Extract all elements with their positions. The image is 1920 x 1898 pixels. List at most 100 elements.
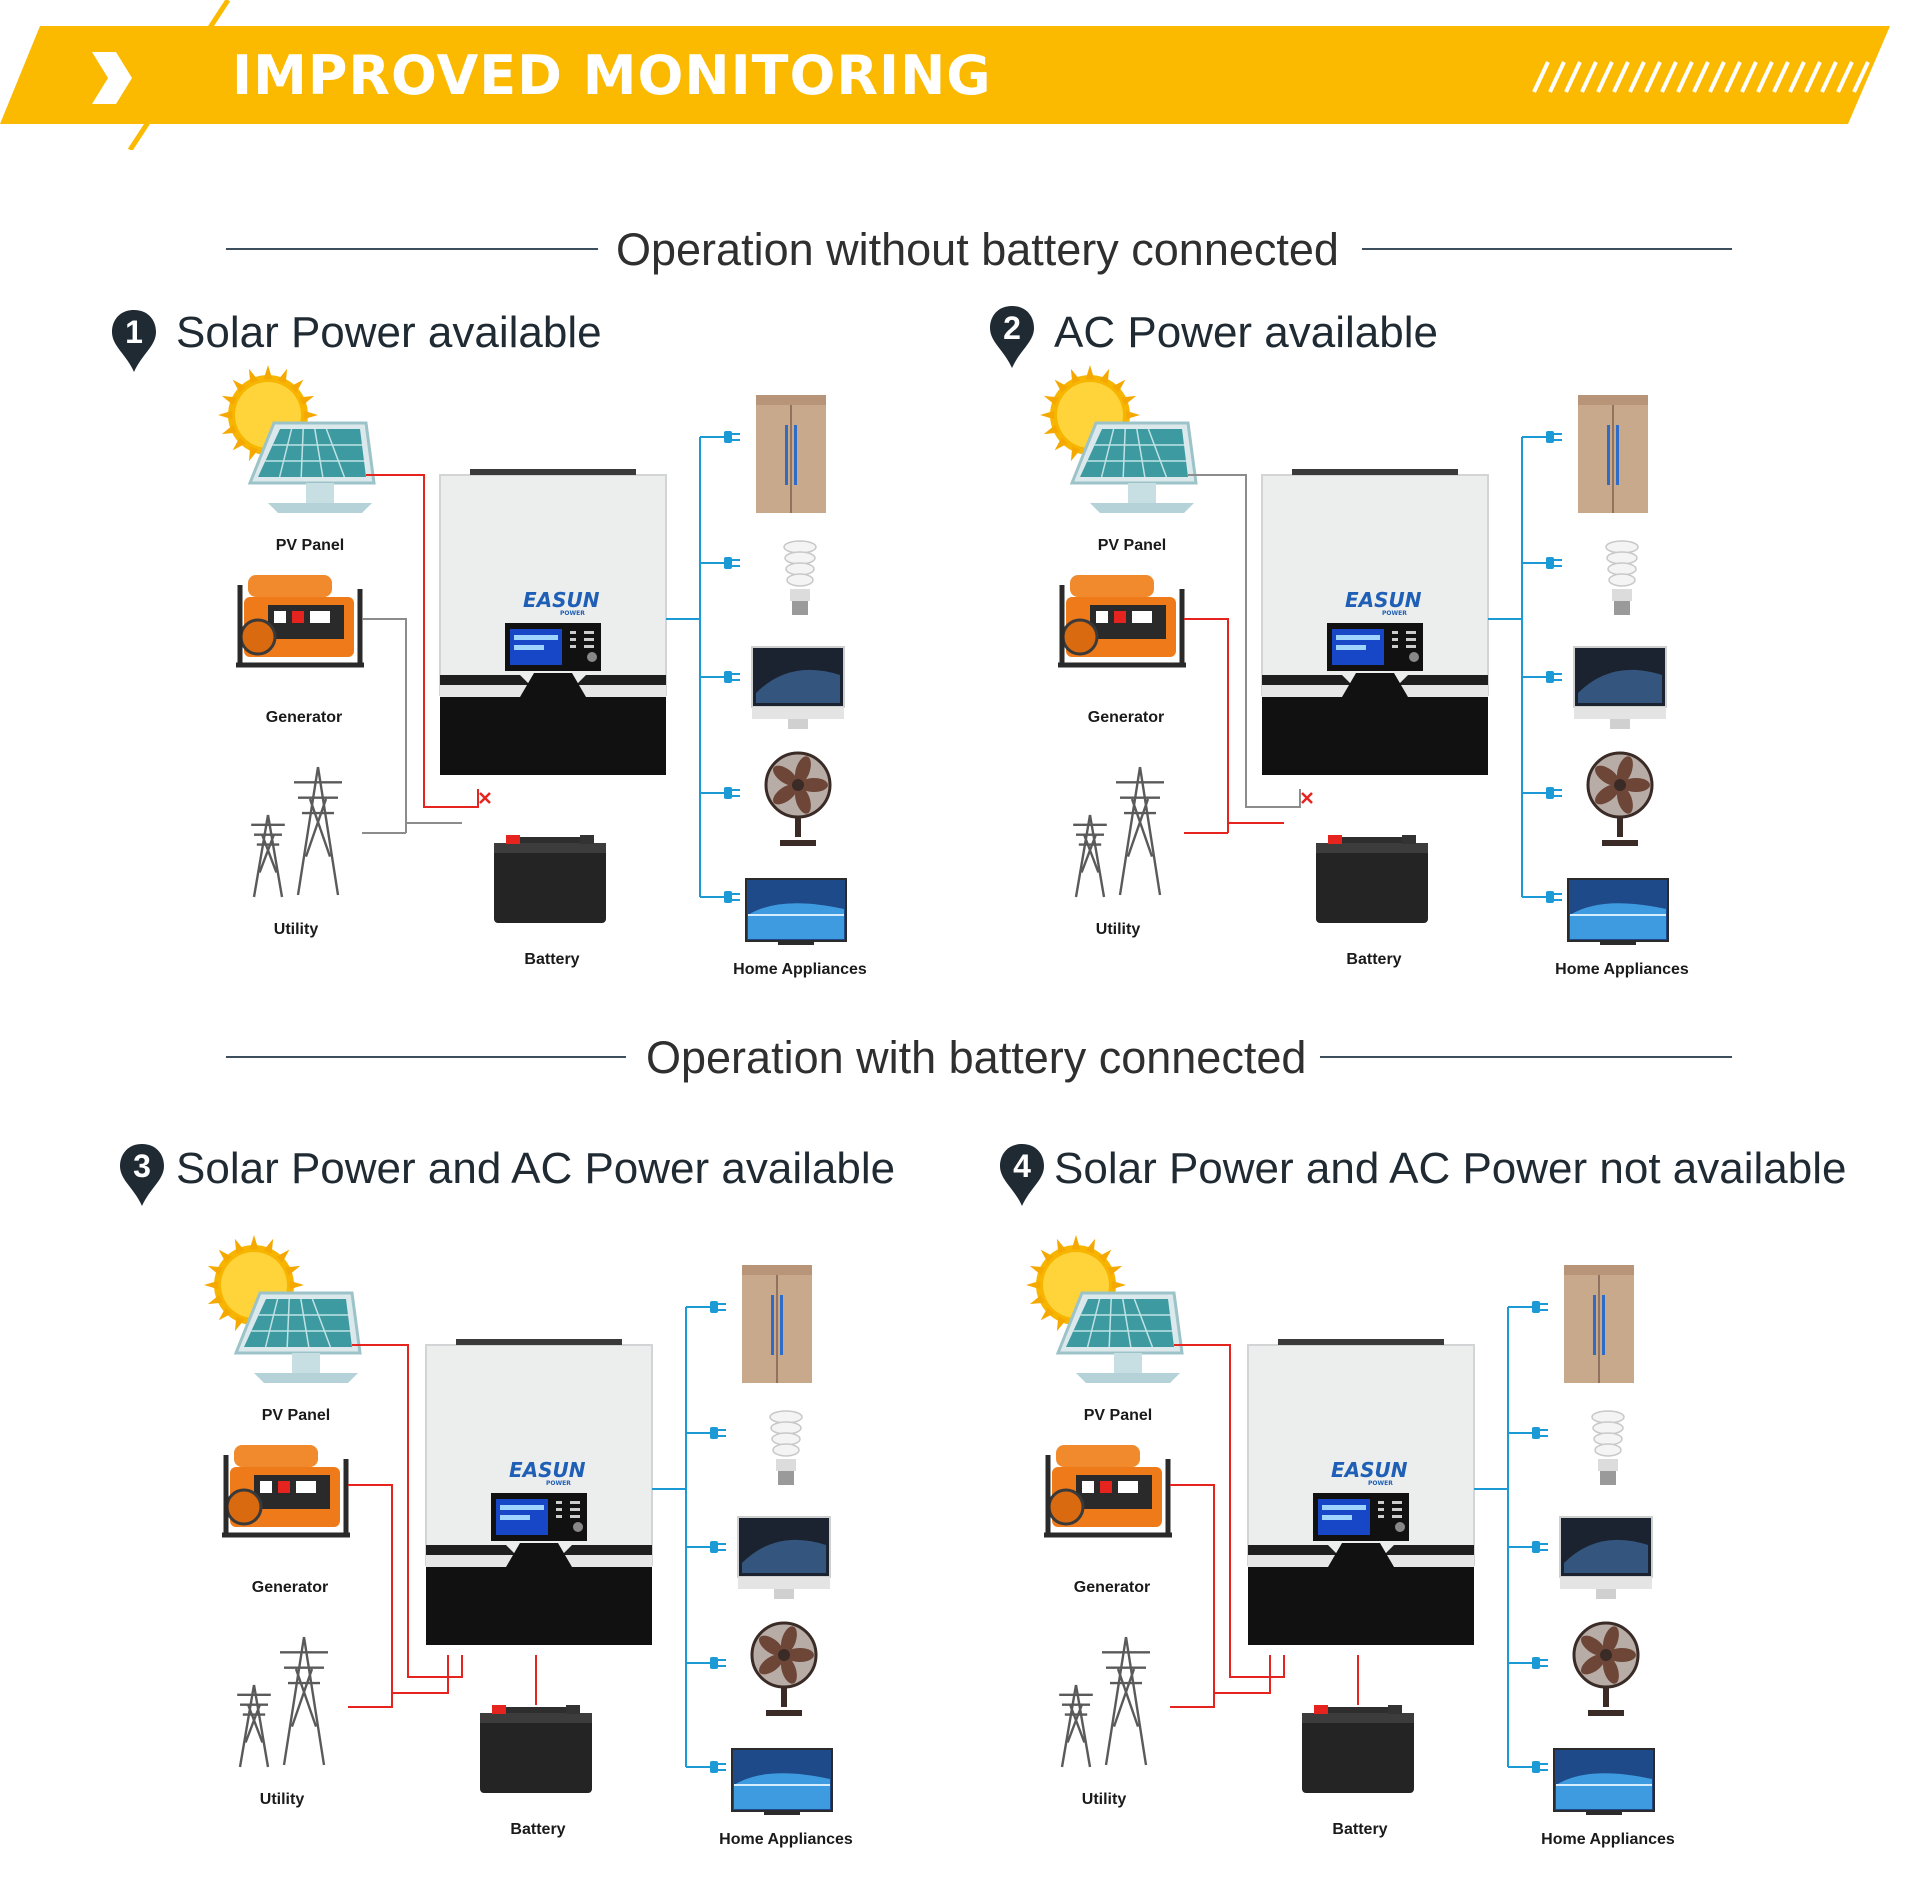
section-rule-left xyxy=(226,1056,626,1058)
section-rule-right xyxy=(1320,1056,1732,1058)
generator-icon xyxy=(236,575,364,668)
plug-icon xyxy=(724,671,740,683)
scenario-title: Solar Power and AC Power available xyxy=(176,1144,896,1193)
tv-icon xyxy=(1553,1748,1655,1815)
tv-icon xyxy=(745,878,847,945)
plug-icon xyxy=(1532,1301,1548,1313)
brand-sub: POWER xyxy=(560,610,585,617)
label-pv-panel: PV Panel xyxy=(1083,1407,1153,1424)
banner-title: IMPROVED MONITORING xyxy=(232,44,992,107)
scenario-number: 3 xyxy=(133,1148,151,1184)
label-pv-panel: PV Panel xyxy=(275,537,345,554)
plug-icon xyxy=(710,1301,726,1313)
plug-icon xyxy=(1546,431,1562,443)
plug-icon xyxy=(710,1541,726,1553)
chevron-right-icon xyxy=(92,52,132,104)
battery-icon xyxy=(1302,1705,1414,1793)
battery-icon xyxy=(1316,835,1428,923)
label-generator: Generator xyxy=(1087,709,1165,726)
plug-icon xyxy=(710,1427,726,1439)
brand-sub: POWER xyxy=(546,1480,571,1487)
label-battery: Battery xyxy=(1332,1821,1388,1838)
label-home-appliances: Home Appliances xyxy=(1541,1831,1675,1848)
label-pv-panel: PV Panel xyxy=(1097,537,1167,554)
brand-logo: EASUN xyxy=(1331,1458,1408,1482)
scenario-title: Solar Power and AC Power not available xyxy=(1054,1144,1847,1193)
monitor-icon xyxy=(1559,1516,1653,1599)
tv-icon xyxy=(731,1748,833,1815)
disconnect-x-icon xyxy=(479,792,491,804)
solar-panel-icon xyxy=(1069,421,1198,513)
plug-icon xyxy=(1532,1761,1548,1773)
location-pin-icon: 4 xyxy=(998,1142,1046,1208)
banner: IMPROVED MONITORING xyxy=(0,0,1920,152)
bulb-icon xyxy=(1605,540,1639,615)
plug-icon xyxy=(1532,1657,1548,1669)
section-title: Operation with battery connected xyxy=(646,1032,1307,1083)
label-home-appliances: Home Appliances xyxy=(719,1831,853,1848)
label-generator: Generator xyxy=(251,1579,329,1596)
brand-logo: EASUN xyxy=(523,588,600,612)
label-battery: Battery xyxy=(1346,951,1402,968)
plug-icon xyxy=(724,787,740,799)
fan-icon xyxy=(750,1621,818,1716)
generator-icon xyxy=(1058,575,1186,668)
label-home-appliances: Home Appliances xyxy=(1555,961,1689,978)
tv-icon xyxy=(1567,878,1669,945)
monitor-icon xyxy=(751,646,845,729)
label-utility: Utility xyxy=(1081,1791,1127,1808)
fridge-icon xyxy=(756,395,826,513)
plug-icon xyxy=(1532,1427,1548,1439)
section-header-with-battery: Operation with battery connected xyxy=(0,1026,1920,1086)
label-generator: Generator xyxy=(265,709,343,726)
plug-icon xyxy=(1546,787,1562,799)
solar-panel-icon xyxy=(233,1291,362,1383)
banner-graphic xyxy=(0,0,1890,152)
fridge-icon xyxy=(1578,395,1648,513)
label-generator: Generator xyxy=(1073,1579,1151,1596)
hatch-decoration xyxy=(1532,61,1870,93)
monitor-icon xyxy=(737,1516,831,1599)
label-pv-panel: PV Panel xyxy=(261,1407,331,1424)
fan-icon xyxy=(1586,751,1654,846)
disconnect-x-icon xyxy=(1301,792,1313,804)
bulb-icon xyxy=(769,1410,803,1485)
label-utility: Utility xyxy=(259,1791,305,1808)
fridge-icon xyxy=(1564,1265,1634,1383)
scenario-title: AC Power available xyxy=(1054,308,1438,357)
label-battery: Battery xyxy=(510,1821,566,1838)
plug-icon xyxy=(1546,557,1562,569)
generator-icon xyxy=(1044,1445,1172,1538)
fridge-icon xyxy=(742,1265,812,1383)
monitor-icon xyxy=(1573,646,1667,729)
battery-icon xyxy=(494,835,606,923)
plug-icon xyxy=(710,1657,726,1669)
label-utility: Utility xyxy=(273,921,319,938)
fan-icon xyxy=(764,751,832,846)
plug-icon xyxy=(1546,891,1562,903)
power-tower-icon xyxy=(1073,766,1164,898)
section-rule-right xyxy=(1362,248,1732,250)
label-battery: Battery xyxy=(524,951,580,968)
brand-sub: POWER xyxy=(1368,1480,1393,1487)
scenario-number: 1 xyxy=(125,314,143,350)
wiring xyxy=(1184,431,1562,903)
solar-panel-icon xyxy=(1055,1291,1184,1383)
power-tower-icon xyxy=(1059,1636,1150,1768)
wiring xyxy=(1170,1301,1548,1773)
plug-icon xyxy=(710,1761,726,1773)
section-title: Operation without battery connected xyxy=(616,224,1339,275)
bulb-icon xyxy=(1591,1410,1625,1485)
brand-logo: EASUN xyxy=(1345,588,1422,612)
